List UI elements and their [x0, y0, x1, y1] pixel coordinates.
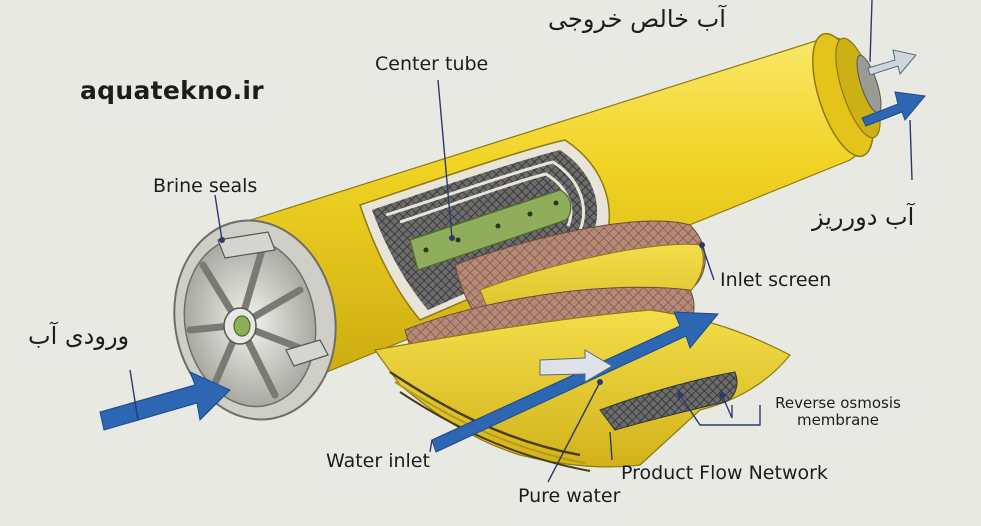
label-brine-seals: Brine seals: [153, 175, 257, 197]
label-ro-membrane-line1: Reverse osmosis: [758, 395, 918, 412]
label-ro-membrane-line2: membrane: [758, 412, 918, 429]
label-inlet-screen: Inlet screen: [720, 269, 831, 291]
label-center-tube: Center tube: [375, 53, 488, 75]
label-fa-water-in: ورودی آب: [28, 322, 129, 350]
label-ro-membrane: Reverse osmosis membrane: [758, 395, 918, 429]
label-water-inlet: Water inlet: [326, 450, 430, 472]
label-product-flow-network: Product Flow Network: [621, 462, 828, 484]
site-logo-text: aquatekno.ir: [80, 76, 264, 105]
label-fa-reject-water: آب دورریز: [812, 203, 914, 231]
permeate-outlet-arrow: [868, 50, 916, 75]
label-pure-water: Pure water: [518, 485, 620, 507]
feed-arrow: [100, 372, 230, 430]
label-fa-pure-water-out: آب خالص خروجی: [548, 5, 726, 33]
